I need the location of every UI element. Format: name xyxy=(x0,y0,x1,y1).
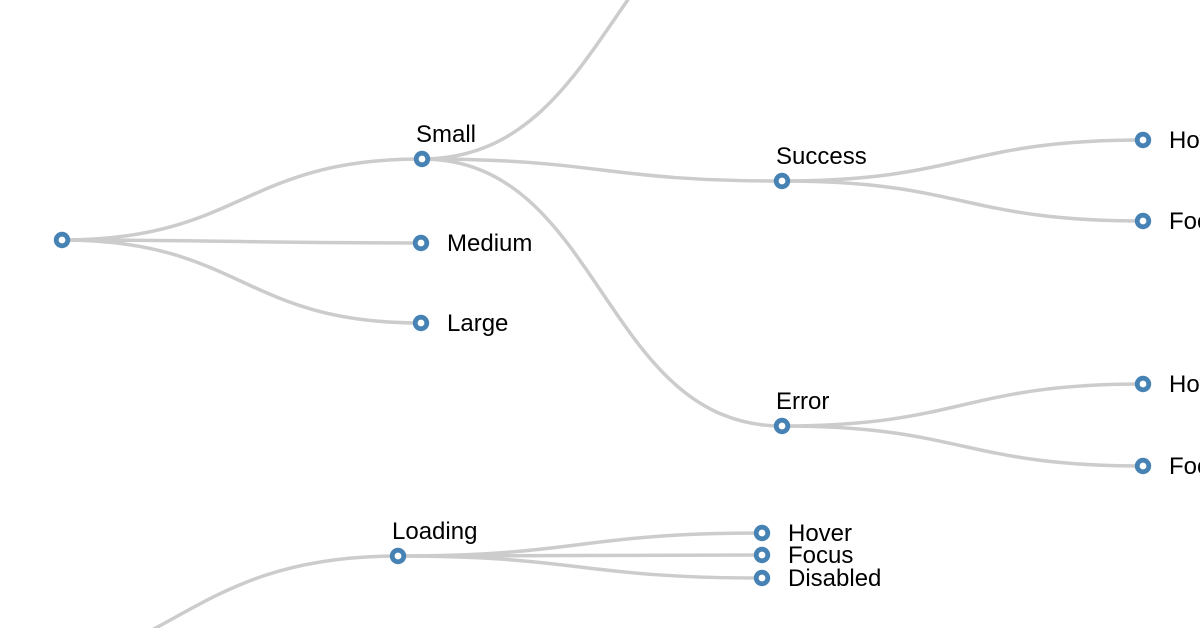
tree-node-success-hover[interactable] xyxy=(1134,131,1152,149)
node-label-error: Error xyxy=(776,388,829,415)
tree-node-loading-hover[interactable] xyxy=(753,524,771,542)
node-label-error-hover: Hover xyxy=(1169,371,1200,398)
node-label-loading-disabled: Disabled xyxy=(788,565,881,592)
node-dot-center-success-hover xyxy=(1139,136,1147,144)
node-dot-center-small xyxy=(418,155,426,163)
node-dot-center-error-focus xyxy=(1139,462,1147,470)
tree-link-success-to-success-focus xyxy=(781,179,1144,223)
tree-link-root-to-large xyxy=(61,238,422,325)
tree-node-error-hover[interactable] xyxy=(1134,375,1152,393)
node-dot-center-loading-disabled xyxy=(758,574,766,582)
tree-link-loading-to-loading-disabled xyxy=(397,554,763,580)
tree-node-small[interactable] xyxy=(413,150,431,168)
tree-link-error-to-error-hover xyxy=(781,382,1144,428)
node-dot-center-success xyxy=(778,177,786,185)
tree-link-root-to-medium xyxy=(61,238,422,245)
node-label-large: Large xyxy=(447,310,508,337)
node-dot-center-loading xyxy=(394,552,402,560)
tree-node-loading-focus[interactable] xyxy=(753,546,771,564)
node-dot-center-medium xyxy=(417,239,425,247)
tree-link-small-to-small-child-offscreen-top xyxy=(421,0,630,161)
nodes-layer xyxy=(53,131,1152,587)
links-layer xyxy=(61,0,1144,628)
tree-link-small-to-success xyxy=(421,157,783,183)
node-dot-center-error-hover xyxy=(1139,380,1147,388)
node-label-loading: Loading xyxy=(392,518,477,545)
node-label-success-focus: Focus xyxy=(1169,208,1200,235)
node-dot-center-success-focus xyxy=(1139,217,1147,225)
tree-node-loading[interactable] xyxy=(389,547,407,565)
node-label-loading-focus: Focus xyxy=(788,542,853,569)
tree-link-error-to-error-focus xyxy=(781,424,1144,468)
tree-link-small-to-error xyxy=(421,157,783,428)
node-label-medium: Medium xyxy=(447,230,532,257)
node-dot-center-error xyxy=(778,422,786,430)
tree-link-loading-parent-offscreen-left-to-loading xyxy=(152,554,399,628)
node-label-loading-hover: Hover xyxy=(788,520,852,547)
node-dot-center-large xyxy=(417,319,425,327)
tree-node-root[interactable] xyxy=(53,231,71,249)
tree-node-success[interactable] xyxy=(773,172,791,190)
node-label-success-hover: Hover xyxy=(1169,127,1200,154)
node-label-small: Small xyxy=(416,121,476,148)
tree-node-success-focus[interactable] xyxy=(1134,212,1152,230)
node-dot-center-root xyxy=(58,236,66,244)
node-dot-center-loading-focus xyxy=(758,551,766,559)
tree-link-success-to-success-hover xyxy=(781,138,1144,183)
node-label-error-focus: Focus xyxy=(1169,453,1200,480)
tree-node-error-focus[interactable] xyxy=(1134,457,1152,475)
tree-node-medium[interactable] xyxy=(412,234,430,252)
tree-node-loading-disabled[interactable] xyxy=(753,569,771,587)
labels-layer: SmallMediumLargeSuccessErrorHoverFocusHo… xyxy=(392,121,1200,592)
tree-link-root-to-small xyxy=(61,157,423,242)
node-dot-center-loading-hover xyxy=(758,529,766,537)
tree-node-error[interactable] xyxy=(773,417,791,435)
tree-node-large[interactable] xyxy=(412,314,430,332)
node-label-success: Success xyxy=(776,143,867,170)
